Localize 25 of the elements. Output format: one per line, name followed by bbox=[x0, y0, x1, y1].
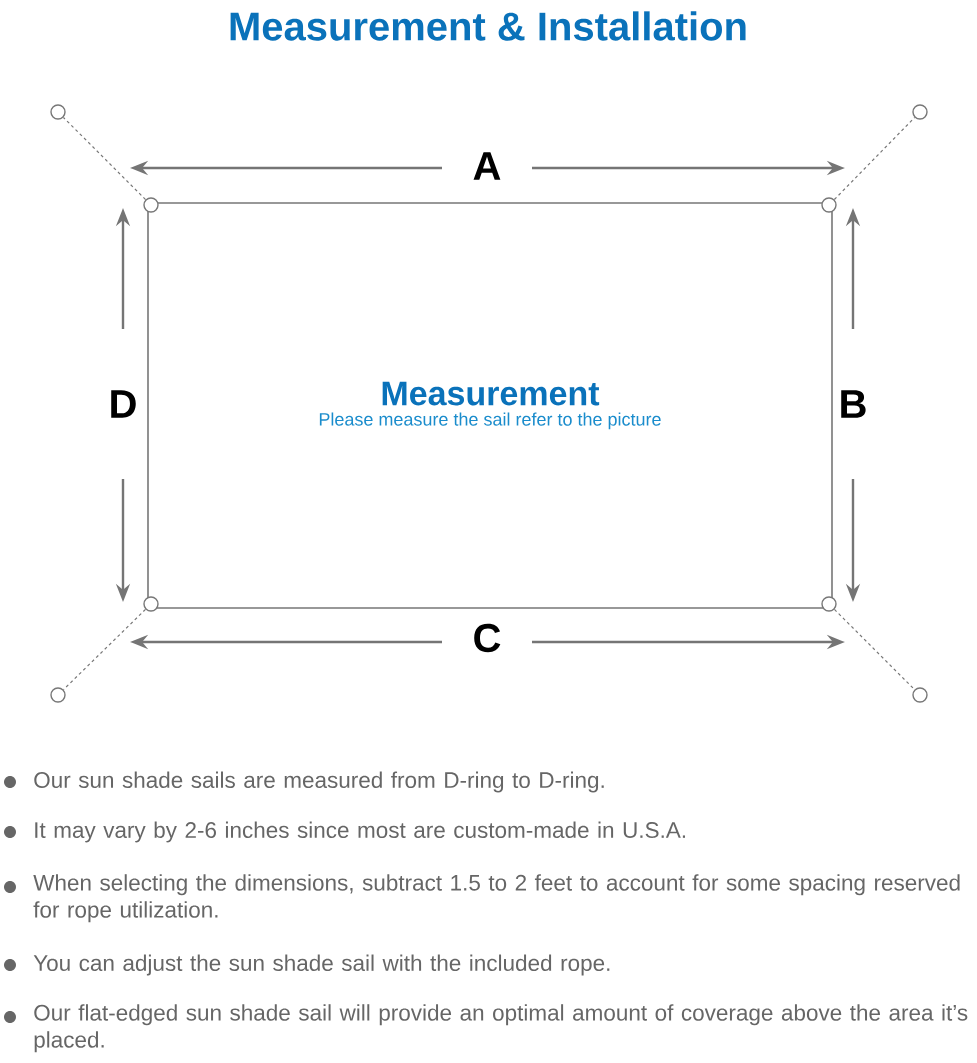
anchor-ring bbox=[50, 104, 66, 120]
connector-line bbox=[62, 608, 147, 691]
heading: Measurement bbox=[382, 381, 600, 406]
dimension-letter: A bbox=[442, 146, 532, 186]
anchor-ring bbox=[912, 687, 928, 703]
dimension-letter: B bbox=[833, 329, 873, 479]
anchor-ring bbox=[50, 687, 66, 703]
subheading: Please measure the sail refer to the picture bbox=[319, 412, 661, 430]
bullet-text: When selecting the dimensions, subtract 1.5 to 2 feet to account for some spacing reserved for rope utilization. bbox=[33, 874, 960, 923]
bullet-text: Our sun shade sails are measured from D-ring to D-ring. bbox=[34, 771, 604, 793]
ring bbox=[143, 596, 159, 612]
connector-line bbox=[833, 116, 916, 201]
ring bbox=[821, 596, 837, 612]
sail-outline bbox=[147, 202, 833, 609]
connector-line bbox=[833, 608, 916, 691]
bullet-text: It may vary by 2-6 inches since most are custom-made in U.S.A. bbox=[35, 821, 686, 843]
bullet-text: You can adjust the sun shade sail with the included rope. bbox=[33, 954, 610, 976]
title: Measurement & Installation bbox=[230, 11, 746, 41]
ring bbox=[821, 197, 837, 213]
bullet-text: Our flat-edged sun shade sail will provide an optimal amount of coverage above the area it’s placed. bbox=[34, 1004, 968, 1053]
ring bbox=[143, 197, 159, 213]
connector-line bbox=[62, 116, 147, 201]
dimension-letter: D bbox=[103, 329, 143, 479]
anchor-ring bbox=[912, 104, 928, 120]
dimension-letter: C bbox=[442, 618, 532, 658]
